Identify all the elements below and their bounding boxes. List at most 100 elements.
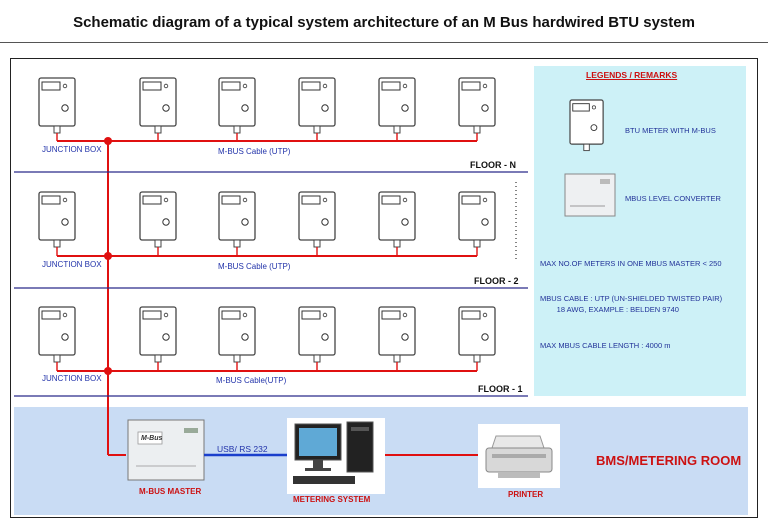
meter-connector — [233, 125, 241, 134]
btu-meter-icon — [458, 77, 496, 134]
btu-meter-icon — [458, 191, 496, 248]
meter-button — [590, 124, 598, 132]
meter-led — [322, 197, 328, 203]
meter-button — [61, 218, 69, 226]
usb-label: USB/ RS 232 — [217, 444, 268, 454]
legend-converter-icon — [564, 173, 616, 217]
meter-button — [481, 104, 489, 112]
meter-display — [381, 81, 401, 91]
meter-display — [461, 195, 481, 205]
meter-connector — [393, 354, 401, 363]
meter-display — [301, 310, 321, 320]
meter-connector — [53, 239, 61, 248]
meter-display — [381, 195, 401, 205]
btu-meter-icon — [38, 306, 76, 363]
meter-connector — [53, 125, 61, 134]
meter-display — [461, 81, 481, 91]
meter-display — [142, 195, 162, 205]
meter-button — [162, 104, 170, 112]
meter-button — [401, 218, 409, 226]
meter-led — [322, 312, 328, 318]
meter-button — [401, 333, 409, 341]
meter-led — [242, 197, 248, 203]
printer-tray — [491, 435, 545, 449]
room-label: BMS/METERING ROOM — [596, 453, 742, 468]
meter-display — [572, 103, 590, 112]
meter-display — [142, 310, 162, 320]
btu-meter-icon — [298, 77, 336, 134]
master-leds — [184, 428, 198, 433]
monitor-base — [305, 468, 331, 471]
meter-connector — [583, 143, 590, 152]
floor-label-2: FLOOR - 2 — [474, 276, 519, 286]
cable-label-floor-n: M-BUS Cable (UTP) — [218, 147, 291, 156]
meter-button — [61, 104, 69, 112]
diagram-frame — [10, 58, 758, 518]
legend-meter-icon — [569, 99, 604, 152]
meter-led — [163, 312, 169, 318]
printer-output — [498, 472, 540, 478]
junction-box-dot — [104, 137, 112, 145]
btu-meter-icon — [458, 306, 496, 363]
meter-connector — [154, 354, 162, 363]
metering-system-label: METERING SYSTEM — [293, 495, 371, 504]
junction-box-label-floor-2: JUNCTION BOX — [42, 260, 102, 269]
master-device-label: M-Bus — [141, 435, 163, 442]
printer-icon — [478, 424, 560, 488]
converter-leds — [600, 179, 610, 184]
meter-button — [321, 104, 329, 112]
btu-meter-icon — [378, 77, 416, 134]
meter-button — [321, 333, 329, 341]
meter-connector — [393, 239, 401, 248]
meter-display — [301, 195, 321, 205]
meter-led — [163, 83, 169, 89]
meter-connector — [393, 125, 401, 134]
meter-display — [301, 81, 321, 91]
btu-meter-icon — [38, 191, 76, 248]
meter-connector — [313, 354, 321, 363]
legend-max-length: MAX MBUS CABLE LENGTH : 4000 m — [540, 341, 671, 350]
btu-meter-icon — [38, 77, 76, 134]
printer-label: PRINTER — [508, 490, 544, 499]
metering-system-icon — [287, 418, 385, 494]
junction-box-dot — [104, 252, 112, 260]
meter-led — [62, 197, 68, 203]
converter-body — [564, 173, 616, 217]
printer-slot — [492, 454, 546, 458]
btu-meter-icon — [218, 77, 256, 134]
legend-title: LEGENDS / REMARKS — [586, 70, 678, 80]
meter-led — [62, 312, 68, 318]
btu-meter-icon — [139, 77, 177, 134]
meter-led — [62, 83, 68, 89]
meter-led — [482, 197, 488, 203]
page-title: Schematic diagram of a typical system ar… — [73, 14, 695, 31]
meter-button — [162, 333, 170, 341]
legend-converter: MBUS LEVEL CONVERTER — [625, 194, 721, 203]
meter-connector — [473, 354, 481, 363]
meter-led — [591, 105, 596, 110]
monitor-neck — [313, 460, 323, 468]
btu-meter-icon — [378, 191, 416, 248]
btu-meter-icon — [298, 191, 336, 248]
monitor-screen — [299, 428, 337, 456]
meter-button — [481, 333, 489, 341]
meter-led — [402, 83, 408, 89]
pc-drive — [351, 427, 369, 431]
meter-connector — [154, 125, 162, 134]
meter-connector — [53, 354, 61, 363]
junction-box-label-floor-1: JUNCTION BOX — [42, 374, 102, 383]
meter-button — [241, 104, 249, 112]
meter-connector — [154, 239, 162, 248]
meter-connector — [473, 239, 481, 248]
floor-label-n: FLOOR - N — [470, 160, 516, 170]
meter-led — [242, 83, 248, 89]
btu-meter-icon — [139, 191, 177, 248]
btu-meter-icon — [218, 306, 256, 363]
meter-display — [461, 310, 481, 320]
meter-led — [242, 312, 248, 318]
meter-led — [482, 312, 488, 318]
meter-display — [221, 195, 241, 205]
floor-label-1: FLOOR - 1 — [478, 384, 523, 394]
meter-display — [221, 310, 241, 320]
